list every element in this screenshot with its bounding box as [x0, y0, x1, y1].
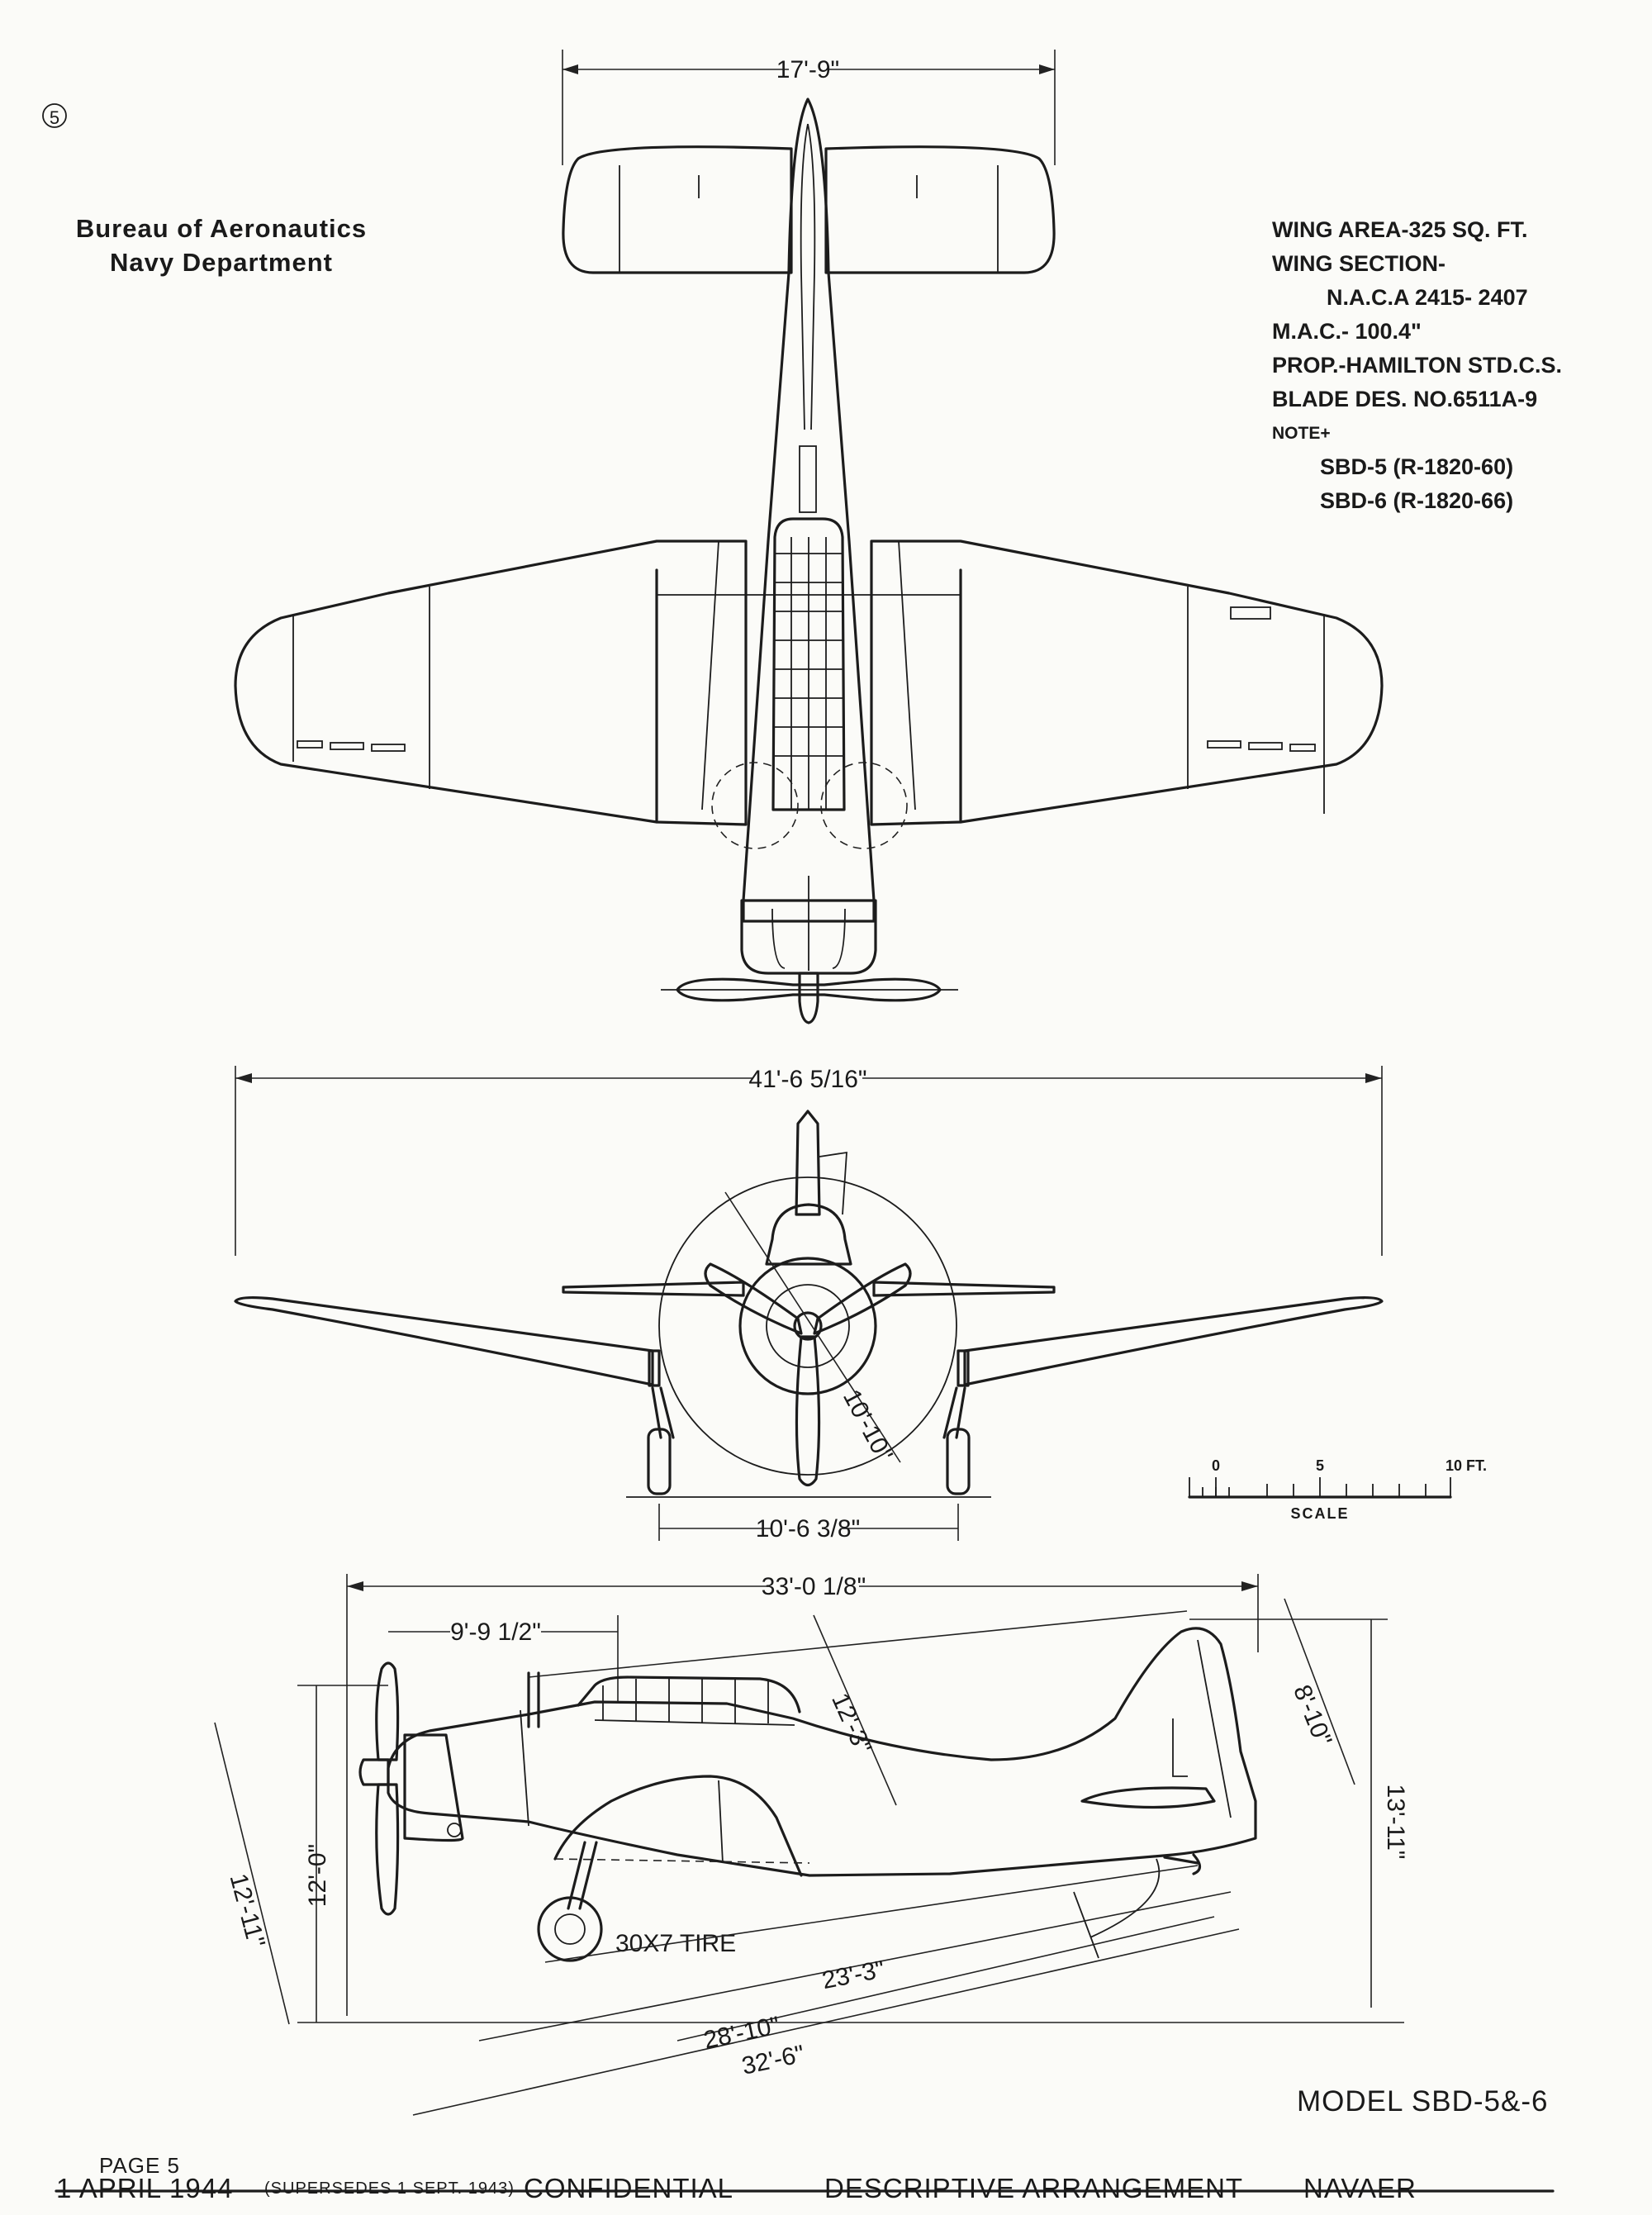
spec-note: NOTE+ [1272, 424, 1331, 443]
footer-doc-type: DESCRIPTIVE ARRANGEMENT [824, 2173, 1244, 2203]
side-view: 33'-0 1/8" 9'-9 1/2" 12'-3" 8'-10" 13'-1… [214, 1573, 1409, 2116]
spec-mac: M.A.C.- 100.4" [1272, 319, 1422, 344]
footer-classification: CONFIDENTIAL [524, 2173, 734, 2203]
scale-bar: 0 5 10 FT. SCALE [1188, 1457, 1487, 1522]
spec-wing-section: WING SECTION- [1272, 251, 1446, 276]
scale-tick-0: 0 [1212, 1457, 1220, 1474]
footer-supersedes: (SUPERSEDES 1 SEPT. 1943) [264, 2179, 515, 2198]
dim-prop-diameter: 10'-10" [838, 1386, 898, 1466]
dim-tail-to-main: 23'-3" [820, 1956, 887, 1994]
footer-date: 1 APRIL 1944 [56, 2173, 234, 2203]
spec-note-line-2: SBD-6 (R-1820-66) [1320, 488, 1514, 513]
sheet-number-badge: 5 [42, 103, 67, 128]
spec-block: WING AREA-325 SQ. FT. WING SECTION- N.A.… [1272, 213, 1635, 518]
sheet-number: 5 [50, 107, 59, 128]
header-line-2: Navy Department [110, 248, 333, 277]
wing-front [234, 1295, 654, 1386]
scale-label: SCALE [1290, 1505, 1349, 1522]
dim-prop-angled: 12'-11" [224, 1870, 269, 1950]
dim-wing-span: 41'-6 5/16" [748, 1066, 866, 1093]
dim-tail-height: 8'-10" [1288, 1681, 1336, 1750]
header-block: Bureau of Aeronautics Navy Department [56, 212, 387, 279]
dim-angled-height: 12'-3" [826, 1690, 876, 1758]
canopy-side [577, 1676, 801, 1714]
spec-naca: N.A.C.A 2415- 2407 [1327, 285, 1528, 310]
page-label: PAGE 5 [99, 2153, 181, 2178]
cowling-plan [740, 899, 877, 975]
dim-height-overall: 13'-11" [1382, 1785, 1409, 1860]
landing-gear-front [647, 1349, 971, 1495]
fuselage-side [387, 1627, 1257, 1877]
fin-front [795, 1110, 821, 1216]
spec-blade: BLADE DES. NO.6511A-9 [1272, 387, 1538, 411]
front-view: 41'-6 5/16" 10'-10" [234, 1066, 1384, 1542]
main-gear-side: 30X7 TIRE [537, 1841, 736, 1962]
scale-tick-10: 10 FT. [1446, 1457, 1487, 1474]
dim-len-b: 32'-6" [739, 2041, 807, 2080]
spec-prop: PROP.-HAMILTON STD.C.S. [1272, 353, 1563, 378]
propeller-side [375, 1661, 400, 1761]
scale-tick-5: 5 [1316, 1457, 1324, 1474]
propeller-front [795, 1335, 821, 1487]
dim-height-prop: 12'-0" [304, 1844, 331, 1907]
dim-nose-to-wing: 9'-9 1/2" [450, 1618, 541, 1646]
wing-side [553, 1775, 803, 1877]
footer-org: NAVAER [1303, 2173, 1417, 2203]
dim-tail-span: 17'-9" [776, 56, 839, 83]
footer-bar: 1 APRIL 1944 (SUPERSEDES 1 SEPT. 1943) C… [56, 2173, 1609, 2209]
spec-note-line-1: SBD-5 (R-1820-60) [1320, 454, 1514, 479]
plan-view: 17'-9" [234, 50, 1384, 1024]
dim-tread: 10'-6 3/8" [756, 1515, 860, 1542]
header-line-1: Bureau of Aeronautics [75, 214, 368, 243]
spec-wing-area: WING AREA-325 SQ. FT. [1272, 217, 1528, 242]
dim-overall-length: 33'-0 1/8" [762, 1573, 866, 1600]
main-wing [234, 539, 748, 826]
model-label: MODEL SBD-5&-6 [1297, 2085, 1549, 2118]
canopy-plan [771, 517, 846, 811]
label-tire: 30X7 TIRE [615, 1930, 736, 1957]
horizontal-stabilizer [562, 145, 793, 274]
